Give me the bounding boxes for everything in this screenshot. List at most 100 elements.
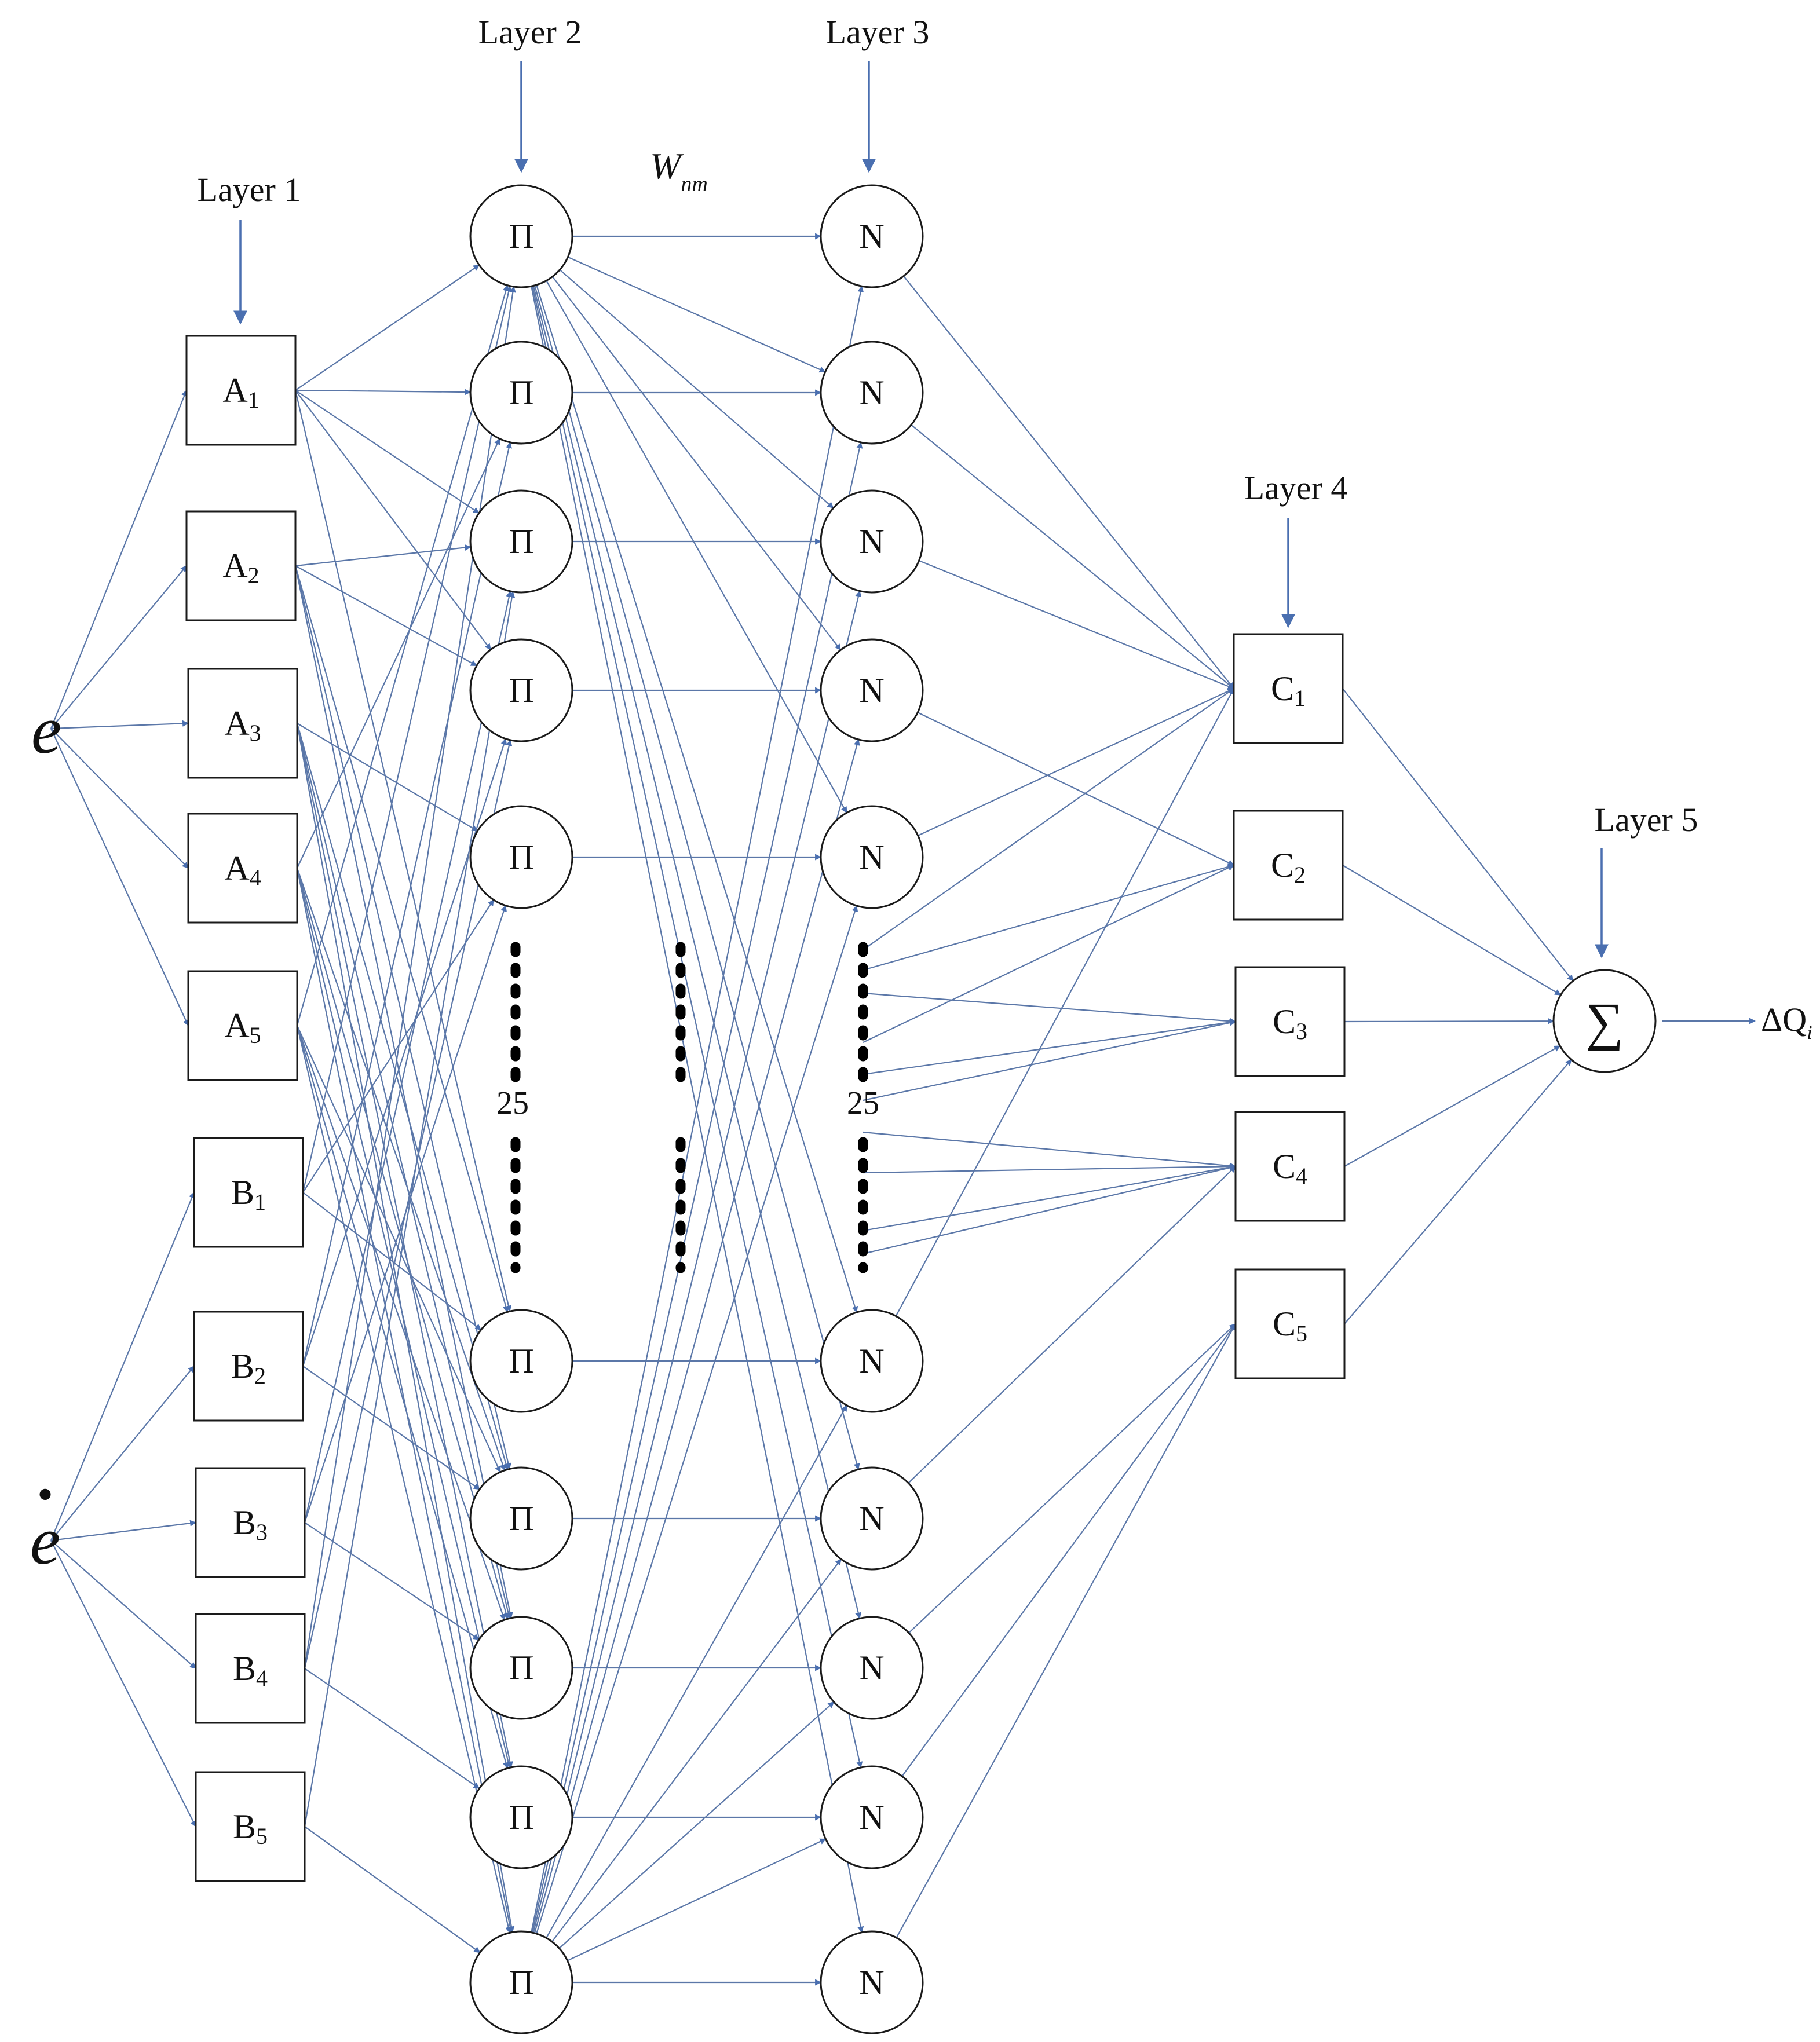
connection-line-97 <box>1342 688 1574 982</box>
n-node-1-label: N <box>859 217 884 255</box>
connection-line-46 <box>304 1668 480 1790</box>
c1-node-box <box>1233 633 1344 744</box>
n-node-2 <box>820 341 924 445</box>
input-edot-dot: • <box>37 1469 53 1520</box>
inputs: e e • <box>30 692 61 1579</box>
n-node-6-label: N <box>859 1342 884 1380</box>
connection-line-26 <box>296 868 506 1471</box>
connection-line-91 <box>863 1019 1237 1075</box>
connection-line-92 <box>863 1131 1237 1169</box>
pi-node-4 <box>469 638 573 742</box>
connection-line-3 <box>50 728 189 869</box>
layer3-normalization-nodes: N N N N N N N N N N <box>820 184 924 2034</box>
c3-node-box <box>1234 966 1346 1077</box>
input-edot: e <box>30 1503 60 1579</box>
c1-node-label: C1 <box>1271 669 1306 711</box>
a5-node-label: A5 <box>224 1007 261 1048</box>
connection-line-18 <box>295 565 477 667</box>
l3-node-count: 25 <box>847 1085 879 1121</box>
connection-line-20 <box>297 723 478 832</box>
connection-line-29 <box>296 868 514 1933</box>
layer2-product-nodes: Π Π Π Π Π Π Π Π Π Π <box>469 184 573 2034</box>
pi-node-1-label: Π <box>509 217 533 255</box>
connection-line-76 <box>567 1838 827 1962</box>
connection-line-1 <box>50 565 187 729</box>
connection-line-10 <box>295 264 480 391</box>
n-node-5 <box>820 805 924 909</box>
connection-line-47 <box>304 591 516 1827</box>
sum-node <box>1552 969 1657 1073</box>
layer4-c-nodes: C1 C2 C3 C4 C5 <box>1233 633 1346 1379</box>
n-node-4 <box>820 638 924 742</box>
layer-labels: Layer 1 Layer 2 Layer 3 Layer 4 Layer 5 <box>198 13 1698 839</box>
connection-line-100 <box>1344 1045 1561 1167</box>
connection-line-45 <box>304 739 513 1669</box>
a3-node-box <box>187 668 298 779</box>
connection-line-40 <box>302 1366 480 1490</box>
a3-node-label: A3 <box>224 704 261 746</box>
n-node-10 <box>820 1930 924 2034</box>
n-node-10-label: N <box>859 1963 884 2001</box>
b4-node-label: B4 <box>233 1649 268 1691</box>
pi-node-9 <box>469 1765 573 1869</box>
layer1-a-nodes: A1 A2 A3 A4 A5 <box>185 335 298 1081</box>
connection-line-94 <box>863 1164 1237 1232</box>
pi-node-3 <box>469 489 573 594</box>
n-node-1 <box>820 184 924 288</box>
pi-node-6 <box>469 1309 573 1413</box>
b2-node-label: B2 <box>231 1347 266 1389</box>
connection-line-95 <box>863 1164 1237 1255</box>
connection-line-8 <box>50 1540 196 1669</box>
n-node-7-label: N <box>859 1499 884 1538</box>
connection-line-62 <box>546 280 847 814</box>
l2-node-count: 25 <box>496 1085 529 1121</box>
b5-node-box <box>195 1771 306 1882</box>
connection-line-2 <box>50 720 189 730</box>
connection-line-0 <box>50 389 188 729</box>
c2-node-box <box>1233 810 1344 921</box>
connection-line-13 <box>295 390 491 650</box>
connection-line-86 <box>896 1323 1236 1938</box>
n-node-9-label: N <box>859 1798 884 1836</box>
connection-line-60 <box>559 269 834 509</box>
connection-line-43 <box>304 1522 480 1640</box>
connection-line-12 <box>295 390 480 514</box>
a4-node-box <box>187 813 298 924</box>
connection-line-89 <box>863 992 1237 1024</box>
layer-pointers <box>233 61 1609 958</box>
connection-line-38 <box>302 441 512 1367</box>
b3-node-label: B3 <box>233 1503 268 1545</box>
connection-line-24 <box>296 723 515 1933</box>
connection-line-41 <box>304 590 513 1523</box>
connection-line-11 <box>295 389 472 396</box>
connection-line-75 <box>558 1701 835 1949</box>
connection-line-37 <box>302 1192 482 1331</box>
b5-node-label: B5 <box>233 1807 268 1849</box>
connection-line-4 <box>50 728 189 1026</box>
connection-line-87 <box>863 688 1234 950</box>
c4-node-box <box>1234 1111 1346 1222</box>
pi-node-3-label: Π <box>509 522 533 561</box>
layer4-label: Layer 4 <box>1244 469 1348 507</box>
connection-lines <box>50 233 1756 1986</box>
connection-line-25 <box>297 438 500 869</box>
connection-line-23 <box>296 723 513 1768</box>
c5-node-box <box>1234 1268 1346 1379</box>
connection-line-73 <box>546 1404 847 1938</box>
n-node-3-label: N <box>859 522 884 561</box>
connection-line-84 <box>908 1323 1236 1634</box>
connection-line-88 <box>863 863 1235 971</box>
weight-label: Wnm <box>650 145 708 196</box>
b1-node-box <box>193 1137 304 1248</box>
n-node-8 <box>820 1616 924 1720</box>
pi-node-10-label: Π <box>509 1963 533 2001</box>
c5-node-label: C5 <box>1273 1305 1307 1346</box>
n-node-6 <box>820 1309 924 1413</box>
layer2-label: Layer 2 <box>478 13 582 51</box>
connection-line-70 <box>532 590 862 1933</box>
connection-line-93 <box>863 1163 1237 1174</box>
pi-node-5-label: Π <box>509 838 533 876</box>
pi-node-5 <box>469 805 573 909</box>
connection-line-31 <box>296 1025 501 1473</box>
